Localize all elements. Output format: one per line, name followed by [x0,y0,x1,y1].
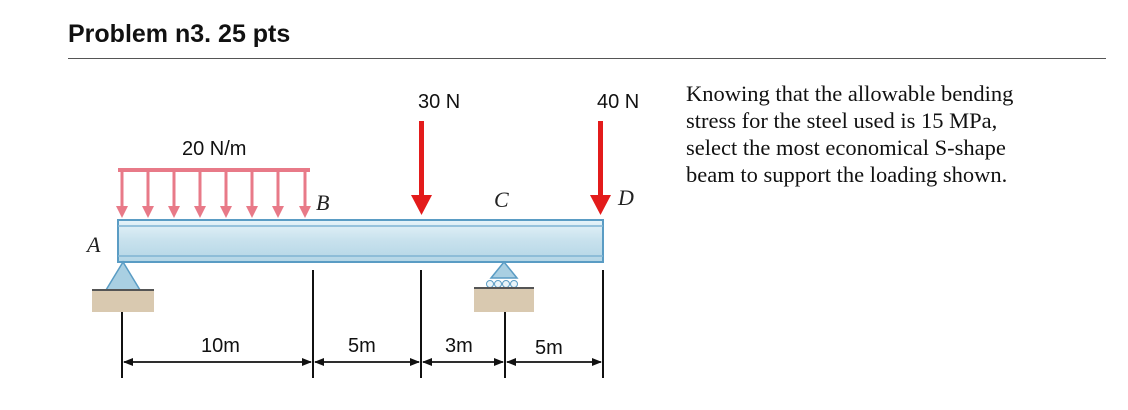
roller-support-c-roller [510,280,518,288]
dimension-label-cd: 5m [535,337,563,359]
problem-line-2: stress for the steel used is 15 MPa, [686,108,998,133]
distributed-load-arrow-shaft [120,172,124,208]
distributed-load-arrow-head [194,206,206,218]
distributed-load-arrow-shaft [198,172,202,208]
distributed-load-arrow-head [272,206,284,218]
roller-support-c-roller [502,280,510,288]
dimension-extension-lines [121,270,604,378]
distributed-load-label: 20 N/m [182,138,246,160]
distributed-load-arrow-shaft [224,172,228,208]
beam [117,219,604,263]
pin-support-a-triangle [104,260,142,291]
roller-support-c-ground [474,288,534,312]
roller-support-c-roller [494,280,502,288]
beam-body [117,219,604,263]
point-label-b: B [316,190,329,215]
point-load-40-head [590,195,611,215]
distributed-load-arrow-head [116,206,128,218]
distributed-load-arrow-head [246,206,258,218]
point-load-40 [590,121,611,215]
distributed-load-arrow-shaft [250,172,254,208]
distributed-load-arrow-head [220,206,232,218]
point-load-40-shaft [598,121,603,197]
distributed-load-arrow-head [299,206,311,218]
point-load-40-label: 40 N [597,91,639,113]
problem-line-1: Knowing that the allowable bending [686,81,1014,106]
point-load-30 [411,121,432,215]
distributed-load [116,168,311,218]
point-load-30-label: 30 N [418,91,460,113]
distributed-load-arrow-head [142,206,154,218]
pin-support-a-ground [92,290,154,312]
point-load-30-head [411,195,432,215]
distributed-load-arrow-shaft [146,172,150,208]
point-load-30-shaft [419,121,424,197]
distributed-load-arrows [116,172,311,218]
distributed-load-top-bar [118,168,310,172]
pin-support-a [92,260,154,312]
distributed-load-arrow-shaft [276,172,280,208]
problem-line-4: beam to support the loading shown. [686,162,1008,187]
title-divider [68,58,1106,59]
roller-support-c-roller [486,280,494,288]
dimension-label-30-c: 3m [445,335,473,357]
problem-statement: Knowing that the allowable bending stres… [686,80,1106,188]
problem-title: Problem n3. 25 pts [68,20,291,48]
dimension-label-ab: 10m [201,335,240,357]
distributed-load-arrow-shaft [303,172,307,208]
roller-support-c-triangle [489,260,519,279]
point-label-c: C [494,187,509,212]
roller-support-c [474,260,534,312]
dimension-label-b-30: 5m [348,335,376,357]
point-label-a: A [85,232,101,257]
point-label-d: D [617,185,634,210]
distributed-load-arrow-shaft [172,172,176,208]
problem-line-3: select the most economical S-shape [686,135,1006,160]
distributed-load-arrow-head [168,206,180,218]
